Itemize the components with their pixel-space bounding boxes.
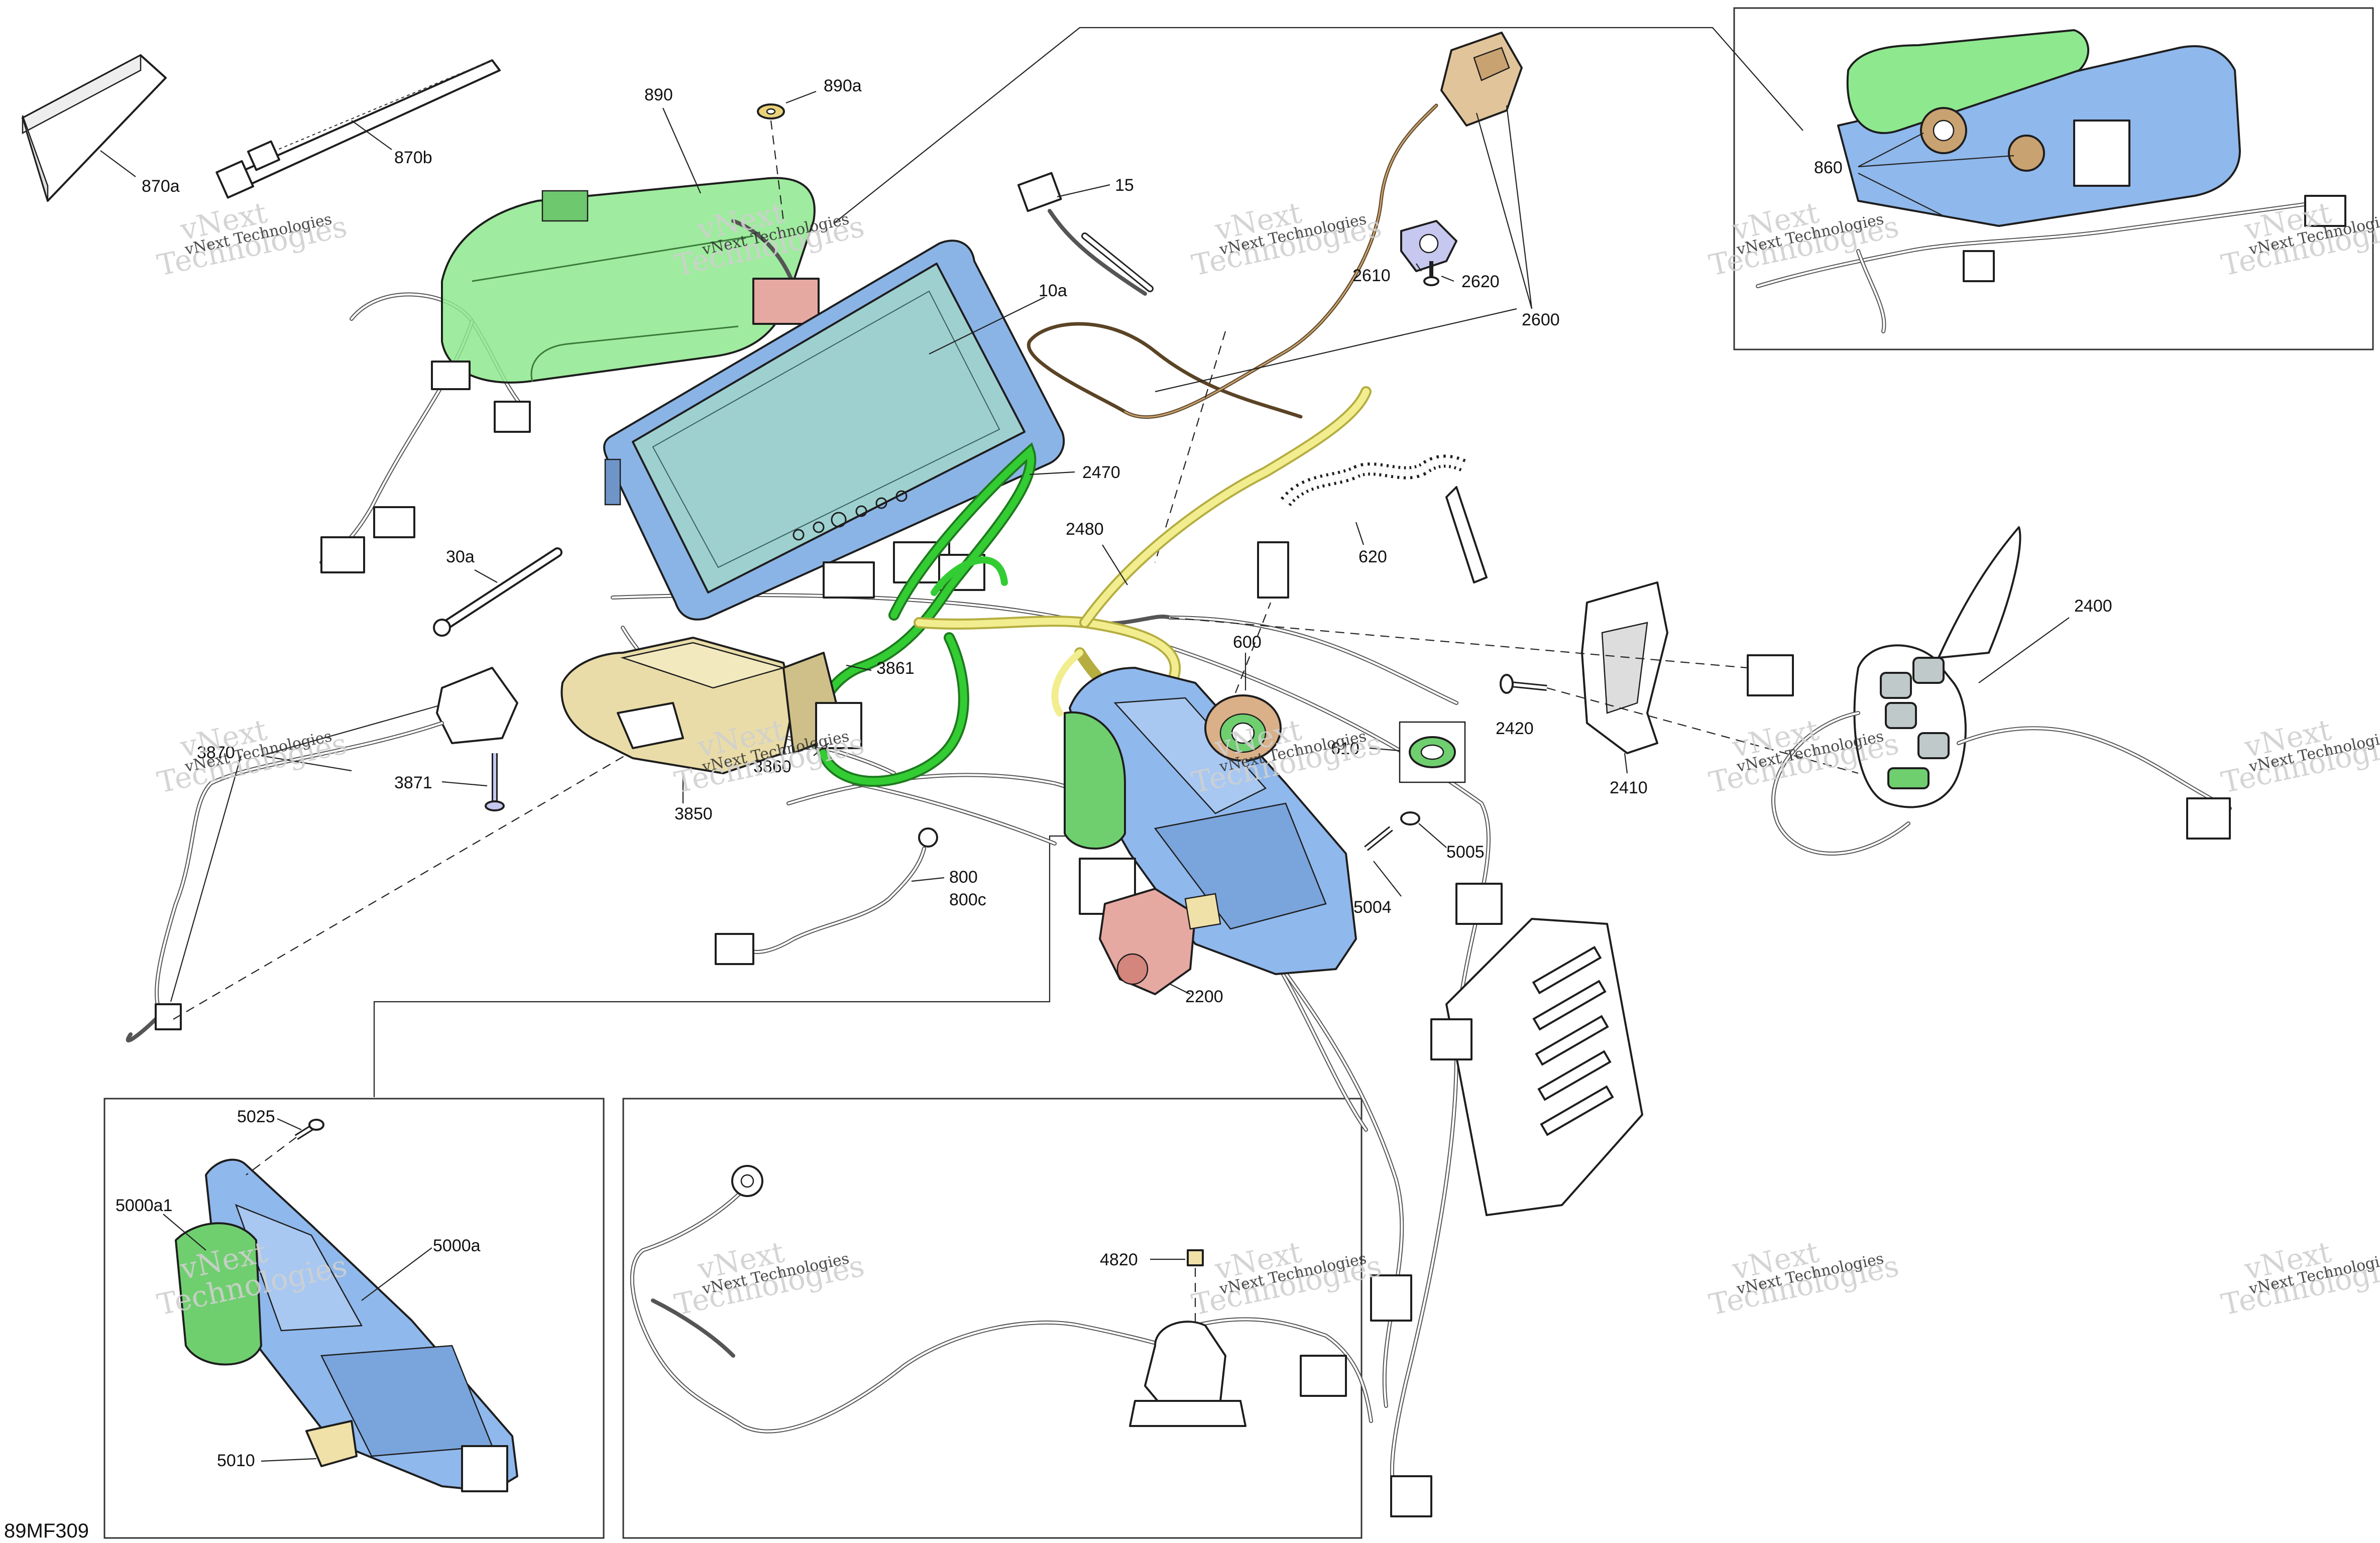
label-15: 15 bbox=[1115, 176, 1134, 195]
label-890a: 890a bbox=[824, 76, 862, 95]
part-890-green-module bbox=[441, 177, 816, 384]
label-2410: 2410 bbox=[1610, 778, 1648, 797]
part-800-ground-cable bbox=[715, 827, 938, 965]
label-600: 600 bbox=[1233, 633, 1262, 652]
part-2620-screw bbox=[1423, 261, 1439, 286]
label-5000a: 5000a bbox=[433, 1236, 481, 1255]
label-2480: 2480 bbox=[1066, 520, 1104, 539]
label-800: 800 bbox=[949, 868, 978, 887]
label-870b: 870b bbox=[394, 148, 432, 167]
part-5025-bolt bbox=[294, 1119, 324, 1140]
label-10a: 10a bbox=[1039, 281, 1067, 300]
label-3860: 3860 bbox=[753, 757, 791, 776]
callout-line-bottom-left bbox=[373, 835, 1155, 1097]
label-610: 610 bbox=[1331, 739, 1359, 758]
part-3871-screw bbox=[485, 753, 505, 811]
part-3860-connector bbox=[815, 702, 862, 749]
part-2410-bracket bbox=[1581, 581, 1668, 754]
part-610-ring bbox=[1399, 721, 1466, 783]
label-2420: 2420 bbox=[1496, 719, 1534, 738]
callout-frames bbox=[103, 7, 2374, 1539]
label-2610: 2610 bbox=[1352, 266, 1391, 285]
part-4820-nut bbox=[1187, 1249, 1204, 1266]
label-2400: 2400 bbox=[2074, 597, 2112, 616]
part-890a-nut bbox=[757, 103, 785, 120]
part-pink-connector-top bbox=[752, 278, 820, 325]
label-860: 860 bbox=[1814, 158, 1843, 177]
label-620: 620 bbox=[1358, 547, 1387, 566]
label-2600: 2600 bbox=[1522, 310, 1560, 329]
part-15-jumper bbox=[1017, 172, 1154, 296]
part-3870-sensor-assembly bbox=[126, 667, 518, 1043]
inset-4820-detail bbox=[630, 1165, 1432, 1517]
inset-frame-bottom-middle bbox=[622, 1098, 1363, 1539]
part-30a-sensor bbox=[433, 547, 562, 637]
part-fuse-box bbox=[1430, 883, 1643, 1216]
label-3870: 3870 bbox=[197, 743, 235, 762]
label-5005: 5005 bbox=[1446, 843, 1485, 862]
watermarks: vNext Technologies vNext Technologies vN… bbox=[154, 195, 2380, 1322]
part-600-ignition bbox=[1204, 694, 1282, 762]
part-2600-switch-harness bbox=[1027, 32, 1523, 419]
label-800c: 800c bbox=[949, 890, 986, 909]
part-2400-handlebar-switch bbox=[1747, 526, 2232, 856]
diagram-code: 89MF309 bbox=[4, 1520, 89, 1542]
part-870b-cable-tie bbox=[215, 59, 501, 199]
part-2470-green-harness bbox=[812, 442, 1037, 787]
part-2200-relay bbox=[1099, 888, 1221, 995]
label-3850: 3850 bbox=[674, 804, 713, 823]
label-3861: 3861 bbox=[876, 659, 915, 678]
label-2470: 2470 bbox=[1082, 463, 1120, 482]
inset-860-detail bbox=[1756, 29, 2346, 333]
label-5000a1: 5000a1 bbox=[116, 1196, 172, 1215]
part-ecu-assembly-main bbox=[1064, 667, 1357, 975]
label-2200: 2200 bbox=[1185, 987, 1223, 1006]
inset-5000a-detail bbox=[175, 1158, 518, 1492]
part-2420-screw bbox=[1500, 674, 1547, 694]
harness-890-connectors bbox=[320, 361, 531, 573]
callout-line-top-right bbox=[833, 27, 1803, 224]
label-4820: 4820 bbox=[1100, 1250, 1138, 1269]
label-5025: 5025 bbox=[237, 1107, 275, 1126]
inset-frame-bottom-left bbox=[103, 1098, 605, 1539]
label-2620: 2620 bbox=[1461, 272, 1500, 291]
part-2610-bracket bbox=[1400, 220, 1457, 272]
label-870a: 870a bbox=[142, 177, 180, 196]
label-30a: 30a bbox=[446, 547, 475, 566]
part-10a-display bbox=[603, 240, 1065, 621]
label-3871: 3871 bbox=[394, 773, 432, 792]
label-5004: 5004 bbox=[1353, 898, 1392, 917]
label-5010: 5010 bbox=[217, 1451, 255, 1470]
part-5005-nut bbox=[1400, 811, 1420, 825]
part-620-coil-cord bbox=[1257, 454, 1488, 599]
part-5004-stud bbox=[1364, 826, 1393, 851]
part-870a-pad bbox=[22, 54, 167, 202]
inset-frame-top-right bbox=[1733, 7, 2374, 350]
label-890: 890 bbox=[644, 85, 673, 104]
